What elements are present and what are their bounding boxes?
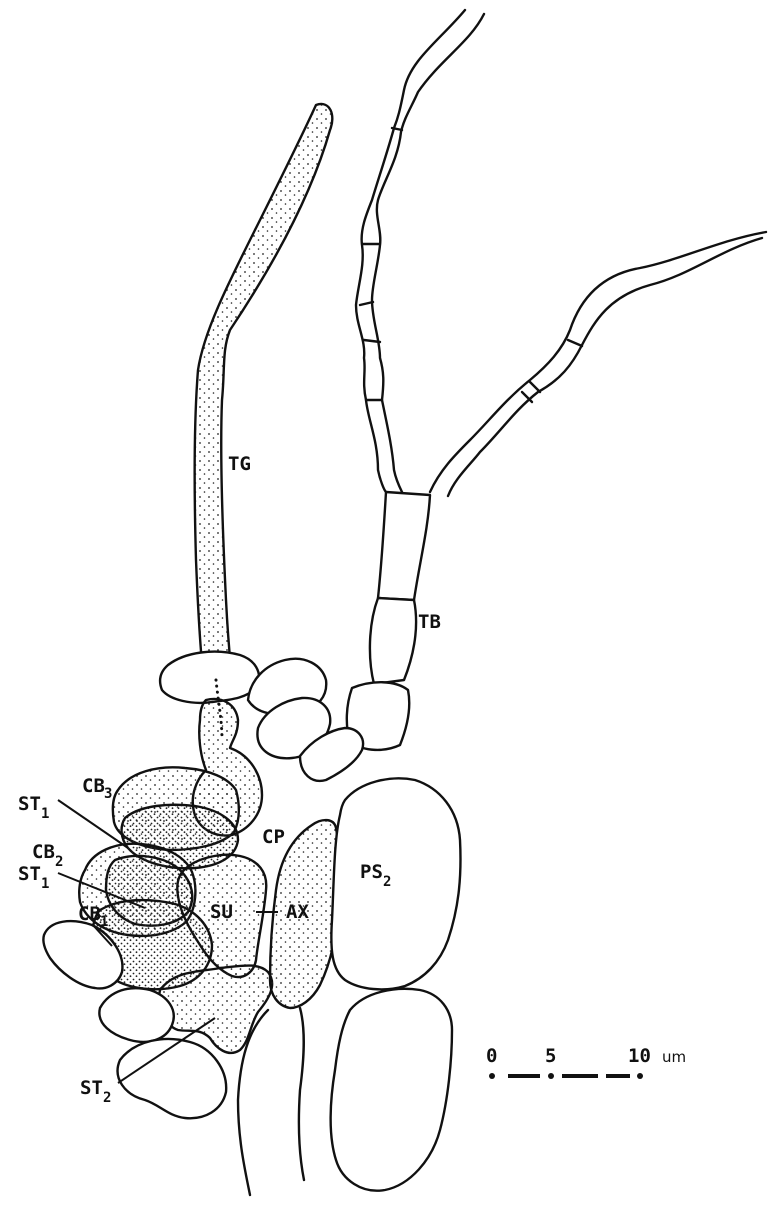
label-st2-sub: 2 — [103, 1090, 111, 1106]
terminal-hair-tg — [195, 104, 333, 682]
branched-filament-tb — [347, 10, 766, 750]
label-tg: TG — [228, 453, 251, 475]
label-st1-top-sub: 1 — [41, 806, 49, 822]
label-cb2: CB — [32, 841, 55, 863]
label-ax: AX — [286, 901, 309, 923]
label-ps-sub: 2 — [383, 874, 391, 890]
scale-unit: um — [662, 1048, 686, 1066]
label-st1-bottom: ST — [18, 863, 41, 885]
scale-bar: 0 5 10 um — [486, 1045, 686, 1079]
label-cb1-sub: 1 — [100, 914, 108, 930]
label-tb: TB — [418, 611, 441, 633]
label-st1-top: ST — [18, 793, 41, 815]
scale-tick-0: 0 — [486, 1045, 497, 1067]
label-st1-bottom-sub: 1 — [41, 876, 49, 892]
label-ps: PS — [360, 861, 383, 883]
label-su: SU — [210, 901, 233, 923]
scale-tick-5: 5 — [545, 1045, 556, 1067]
label-cb3: CB — [82, 775, 105, 797]
scale-tick-10: 10 — [628, 1045, 651, 1067]
cortical-cells — [160, 652, 363, 781]
label-cp: CP — [262, 826, 285, 848]
label-st2: ST — [80, 1077, 103, 1099]
label-cb1: CB — [78, 903, 101, 925]
label-cb3-sub: 3 — [104, 786, 112, 802]
label-cb2-sub: 2 — [55, 854, 63, 870]
